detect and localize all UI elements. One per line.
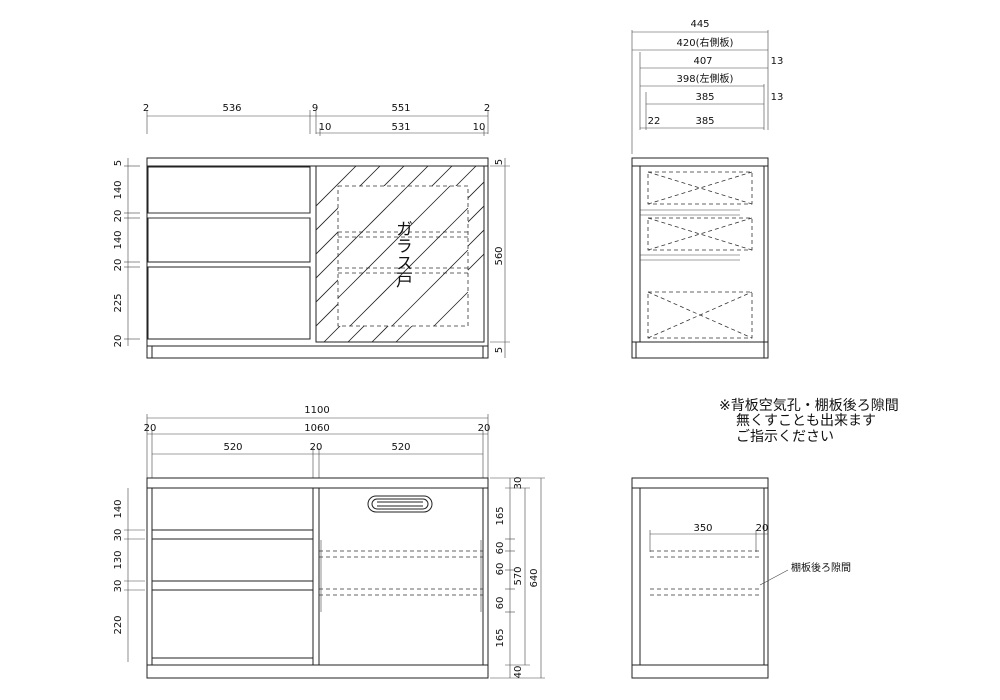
interior-top-dim: 20: [144, 423, 157, 434]
note: ※背板空気孔・棚板後ろ隙間 無くすことも出来ます ご指示ください: [719, 398, 899, 445]
interior-top-dim: 520: [223, 442, 242, 453]
interior-top-dim: 20: [478, 423, 491, 434]
front-top-dim: 536: [222, 103, 241, 114]
front-top-dim: 2: [484, 103, 490, 114]
front-left-dim: 225: [113, 293, 124, 312]
interior-right-dim: 30: [513, 477, 524, 490]
interior-right-dim: 60: [495, 563, 506, 576]
interior-right-dim: 60: [495, 597, 506, 610]
front-left-dim: 140: [113, 230, 124, 249]
section-dim: 350: [693, 523, 712, 534]
side-dim: 445: [690, 19, 709, 30]
side-dim: 385: [695, 92, 714, 103]
front-right-dim: 5: [494, 347, 505, 353]
interior-left-dim: 30: [113, 580, 124, 593]
side-dim: 13: [771, 56, 784, 67]
interior-top-dim: 1060: [304, 423, 329, 434]
side-dim: 22: [648, 116, 661, 127]
note-line: ご指示ください: [736, 429, 834, 445]
door-dim: 10: [473, 122, 486, 133]
drawer-box-outlines: [647, 171, 753, 339]
front-left-dim: 5: [113, 160, 124, 166]
front-top-dim: 551: [391, 103, 410, 114]
side-dim: 398(左側板): [677, 72, 734, 85]
side-dim: 385: [695, 116, 714, 127]
interior-view: 1100 20 1060 20 520 20 520: [113, 405, 545, 679]
interior-left-dim: 220: [113, 615, 124, 634]
front-left-dim: 140: [113, 180, 124, 199]
interior-left-dim: 140: [113, 499, 124, 518]
interior-left-dim: 30: [113, 529, 124, 542]
side-section: 350 20 棚板後ろ隙間: [631, 477, 851, 679]
interior-top-dim: 520: [391, 442, 410, 453]
front-left-dim: 20: [113, 259, 124, 272]
note-line: ※背板空気孔・棚板後ろ隙間: [719, 398, 899, 414]
side-dim: 420(右側板): [677, 36, 734, 49]
interior-right-dim: 40: [513, 666, 524, 679]
interior-right-dim: 165: [495, 506, 506, 525]
side-view: 445 420(右側板) 407 13 398(左側板) 385 13 22 3…: [631, 19, 784, 359]
air-vent: [367, 495, 433, 513]
front-right-dim: 560: [494, 246, 505, 265]
glass-door-label: ガラス戸: [392, 220, 413, 288]
interior-top-dim: 20: [310, 442, 323, 453]
door-dim: 10: [319, 122, 332, 133]
front-left-dim: 20: [113, 210, 124, 223]
interior-right-dim: 640: [529, 568, 540, 587]
front-view: 2 536 9 551 2 10 531 10: [113, 103, 510, 359]
interior-right-dim: 165: [495, 628, 506, 647]
note-line: 無くすことも出来ます: [736, 413, 876, 429]
front-top-dim: 9: [312, 103, 318, 114]
side-dim: 13: [771, 92, 784, 103]
interior-top-dim: 1100: [304, 405, 329, 416]
section-dim: 20: [756, 523, 769, 534]
glass-hatching-inner: [337, 185, 469, 327]
interior-right-dim: 60: [495, 542, 506, 555]
side-dim: 407: [693, 56, 712, 67]
front-right-dim: 5: [494, 159, 505, 165]
shelf-gap-label: 棚板後ろ隙間: [791, 561, 851, 574]
front-top-dim: 2: [143, 103, 149, 114]
interior-right-dim: 570: [513, 566, 524, 585]
door-dim: 531: [391, 122, 410, 133]
interior-left-dim: 130: [113, 550, 124, 569]
front-left-dim: 20: [113, 335, 124, 348]
shelf-pin-holes: [320, 540, 482, 612]
